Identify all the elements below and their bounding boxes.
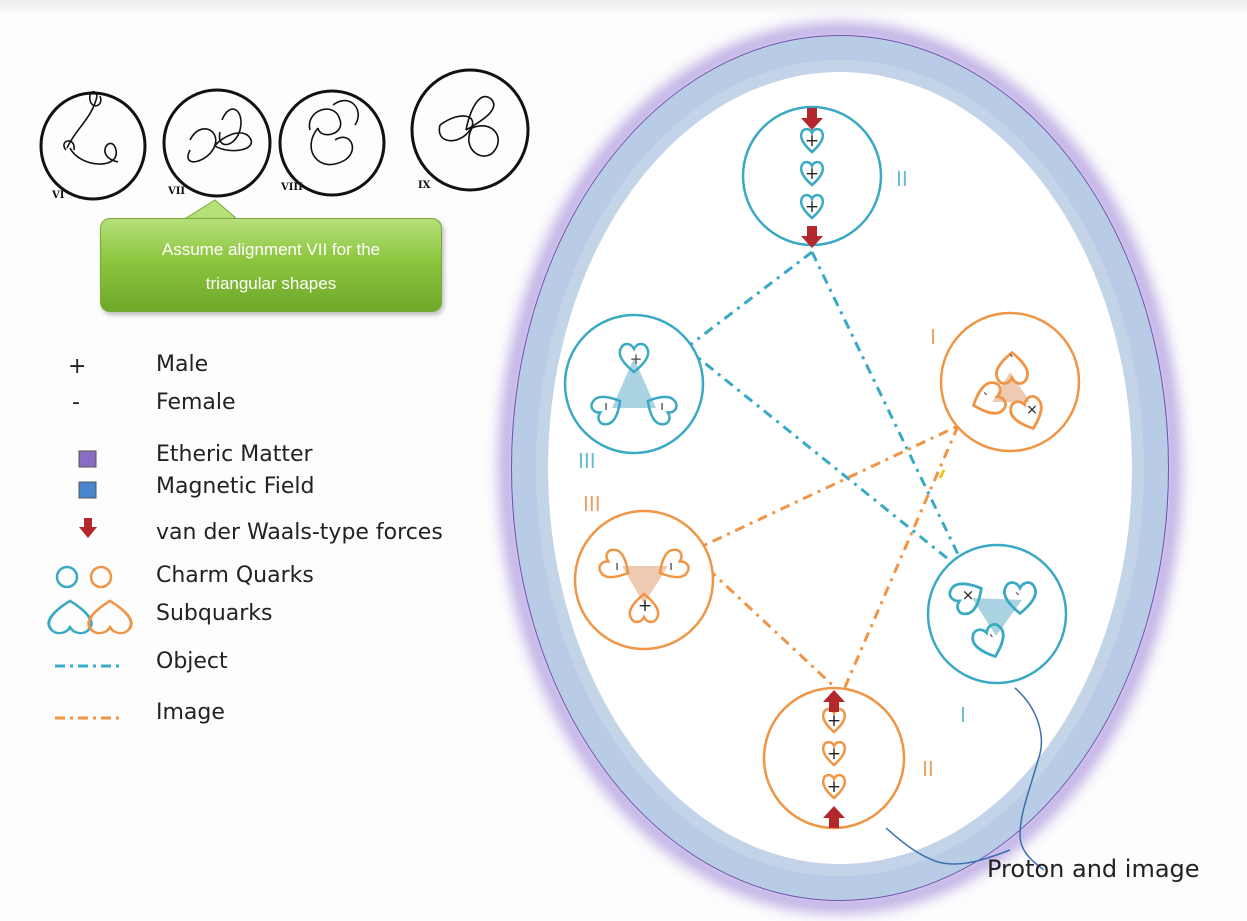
svg-text:+: + <box>630 350 643 368</box>
label-left-orange: III <box>583 492 601 516</box>
thumbnail-viii <box>278 89 386 197</box>
thumbnail-labels: VI VII VIII IX <box>51 180 431 201</box>
svg-text:+: + <box>827 777 841 797</box>
yellow-mark <box>938 469 946 479</box>
svg-text:+: + <box>805 164 819 184</box>
label-bottom-orange: II <box>922 757 934 781</box>
historic-drawings <box>39 68 530 201</box>
svg-text:ı: ı <box>604 399 607 413</box>
svg-text:`: ` <box>1015 592 1022 608</box>
legend-image: Image <box>156 700 225 725</box>
magnetic-swatch <box>78 481 97 499</box>
svg-text:`: ` <box>989 634 996 650</box>
label-left-blue: III <box>578 449 596 473</box>
top-band <box>0 0 1247 16</box>
orange-quark-icon <box>89 565 113 589</box>
label-right-orange: I <box>930 325 936 349</box>
quark-left-orange: ı ı + <box>573 509 715 651</box>
callout-line-2: triangular shapes <box>205 274 337 293</box>
legend-symbols <box>47 450 133 720</box>
legend-male: Male <box>156 352 209 377</box>
legend-etheric-matter: Etheric Matter <box>156 442 313 467</box>
svg-text:`: ` <box>983 392 990 408</box>
svg-text:ı: ı <box>615 559 618 573</box>
svg-text:×: × <box>1026 402 1038 418</box>
blue-subquark-icon <box>47 599 93 635</box>
quark-left-blue: + ı ı <box>563 313 705 455</box>
callout-text: Assume alignment VII for the triangular … <box>109 233 433 301</box>
label-right-blue: I <box>960 703 966 727</box>
callout-line-1: Assume alignment VII for the <box>161 240 381 259</box>
svg-text:+: + <box>827 744 841 764</box>
svg-text:+: + <box>805 131 819 151</box>
svg-text:ı: ı <box>669 559 672 573</box>
legend-subquarks: Subquarks <box>156 601 273 626</box>
magnetic-field-ring <box>512 36 1168 900</box>
vdw-arrow-bottom-1 <box>823 690 845 712</box>
thumb-label-vi: VI <box>51 190 65 201</box>
callout-pointer <box>181 199 240 221</box>
orange-subquark-icon <box>87 599 133 635</box>
vdw-arrow-bottom-2 <box>823 806 845 828</box>
label-top-blue: II <box>896 167 908 191</box>
vdw-arrow-icon <box>79 518 97 538</box>
svg-text:+: + <box>827 711 841 731</box>
vdw-arrow-top-2 <box>801 226 823 248</box>
svg-text:×: × <box>962 586 975 604</box>
quark-bottom-orange: + + + <box>762 686 906 830</box>
thumb-label-vii: VII <box>167 186 185 197</box>
legend-magnetic-field: Magnetic Field <box>156 474 315 499</box>
svg-text:`: ` <box>1009 354 1016 370</box>
caption-brace <box>885 687 1045 871</box>
thumb-label-ix: IX <box>418 180 431 191</box>
legend-female: Female <box>156 390 236 415</box>
vdw-arrow-top-1 <box>801 108 823 130</box>
thumbnail-vii <box>162 88 272 198</box>
etheric-swatch <box>78 450 97 468</box>
quark-right-orange: ` ` × <box>939 311 1081 453</box>
svg-text:+: + <box>638 596 652 616</box>
quark-right-blue: × ` ` <box>926 543 1068 685</box>
female-symbol: - <box>72 390 80 415</box>
quark-labels: II III III I I II <box>578 167 966 781</box>
thumbnail-ix <box>410 68 530 192</box>
svg-text:+: + <box>805 197 819 217</box>
svg-text:ı: ı <box>660 399 663 413</box>
male-symbol: + <box>68 354 87 379</box>
etheric-glow <box>499 23 1181 913</box>
legend-van-der-waals: van der Waals-type forces <box>156 520 443 545</box>
proton-caption: Proton and image <box>987 855 1200 883</box>
legend-charm-quarks: Charm Quarks <box>156 563 314 588</box>
quark-top-blue: + + + <box>741 105 883 248</box>
image-lines <box>688 424 960 696</box>
thumb-label-viii: VIII <box>280 182 303 193</box>
object-lines <box>685 250 970 577</box>
blue-quark-icon <box>55 565 79 589</box>
alignment-callout: Assume alignment VII for the triangular … <box>100 218 442 312</box>
thumbnail-vi <box>39 91 147 201</box>
legend-object: Object <box>156 649 228 674</box>
